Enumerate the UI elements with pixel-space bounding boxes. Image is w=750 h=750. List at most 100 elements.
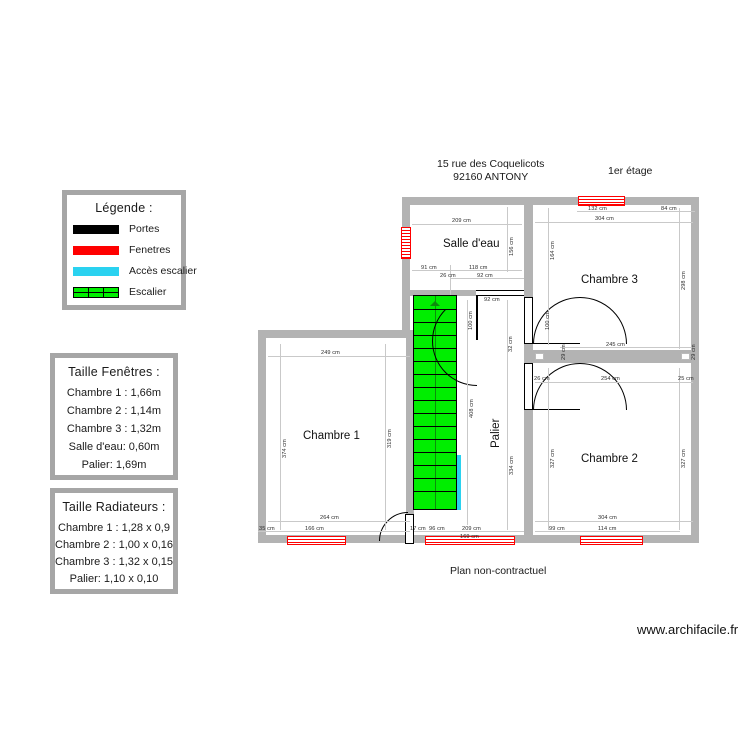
dim-ch2-right: 327 cm: [681, 449, 687, 468]
dimline: [414, 531, 524, 532]
dim-ch2-t-right: 25 cm: [678, 376, 694, 382]
dimline: [679, 208, 680, 349]
window-size-line: Salle d'eau: 0,60m: [68, 441, 160, 453]
dim-palier-door-top: 92 cm: [484, 297, 500, 303]
dimline: [535, 222, 693, 223]
dim-ch1-b-window: 166 cm: [305, 526, 324, 532]
wall-nib-left: [535, 353, 544, 360]
dim-palier-b-209: 209 cm: [462, 526, 481, 532]
dim-ch1-b-left: 35 cm: [259, 526, 275, 532]
legend-item-fenetres: Fenetres: [67, 240, 181, 260]
window-size-line: Palier: 1,69m: [81, 459, 147, 471]
radiator-sizes-title: Taille Radiateurs :: [62, 500, 166, 514]
dim-palier-b-96: 96 cm: [429, 526, 445, 532]
dimline: [535, 531, 680, 532]
stair-tread: [414, 478, 456, 480]
dim-palier-door: 100 cm: [468, 311, 474, 330]
stair-swatch-icon: [73, 286, 119, 298]
dimline: [268, 356, 410, 357]
door-leaf-chambre2: [524, 363, 533, 410]
window-chambre3: [578, 196, 625, 206]
stair-tread: [414, 413, 456, 415]
dimline: [412, 224, 522, 225]
dimline: [450, 265, 451, 295]
dim-ch2-bottom: 304 cm: [598, 515, 617, 521]
dimline: [679, 368, 680, 530]
dimline: [385, 344, 386, 530]
dim-ch2-b-left: 99 cm: [549, 526, 565, 532]
legend-item-portes: Portes: [67, 219, 181, 239]
dim-palier-b-169: 169 cm: [460, 534, 479, 540]
stairaccess-swatch-icon: [73, 266, 119, 276]
dim-sdb-b-26: 26 cm: [440, 273, 456, 279]
window-chambre1: [287, 536, 346, 545]
dimline: [577, 211, 695, 212]
dim-ch3-b-right: 29 cm: [691, 344, 697, 360]
wall-left-chambre1: [258, 330, 266, 543]
stair-tread: [414, 387, 456, 389]
dim-sdb-right: 156 cm: [509, 237, 515, 256]
legend-label-fenetres: Fenetres: [129, 244, 171, 256]
dim-ch3-bottom: 245 cm: [606, 342, 625, 348]
dim-ch1-top: 249 cm: [321, 350, 340, 356]
dim-ch1-left: 374 cm: [282, 439, 288, 458]
window-size-line: Chambre 3 : 1,32m: [66, 423, 162, 435]
window-size-line: Chambre 1 : 1,66m: [66, 387, 162, 399]
dim-sdb-b-92: 92 cm: [477, 273, 493, 279]
dimline: [268, 521, 410, 522]
dim-palier-408: 408 cm: [469, 399, 475, 418]
window-size-line: Chambre 2 : 1,14m: [66, 405, 162, 417]
disclaimer-text: Plan non-contractuel: [450, 565, 547, 577]
wall-left-upper: [402, 197, 410, 338]
wall-top-left: [402, 197, 524, 205]
dim-ch1-b-17: 17 cm: [410, 526, 426, 532]
legend-title: Légende :: [95, 201, 153, 215]
legend-item-acces-escalier: Accès escalier: [67, 261, 197, 281]
dim-ch3-window: 132 cm: [588, 206, 607, 212]
plan-address: 15 rue des Coquelicots 92160 ANTONY: [437, 158, 544, 184]
radiator-size-line: Chambre 1 : 1,28 x 0,9: [58, 522, 170, 534]
room-floor-salle-deau: [410, 205, 524, 290]
dimline: [507, 300, 508, 530]
wall-right: [691, 197, 699, 543]
dimline: [560, 347, 693, 348]
stair-tread: [414, 491, 456, 493]
radiator-size-line: Chambre 2 : 1,00 x 0,16: [55, 539, 174, 551]
dim-sdb-b-right: 118 cm: [469, 265, 488, 271]
wall-salledeau-bottom: [410, 290, 476, 296]
window-palier: [425, 536, 515, 545]
dim-sdb-top: 209 cm: [452, 218, 471, 224]
dimline: [467, 300, 468, 525]
room-label-chambre1: Chambre 1: [303, 430, 360, 442]
dimline: [412, 270, 522, 271]
dim-ch3-left: 164 cm: [550, 241, 556, 260]
stair-tread: [414, 439, 456, 441]
radiator-size-line: Chambre 3 : 1,32 x 0,15: [55, 556, 174, 568]
room-floor-chambre1: [266, 338, 414, 535]
wall-between-chambre3-chambre2: [524, 350, 699, 363]
room-label-chambre2: Chambre 2: [581, 453, 638, 465]
wall-top-chambre1: [258, 330, 410, 338]
room-label-salle-deau: Salle d'eau: [443, 238, 500, 250]
stair-spine: [435, 296, 437, 509]
window-sizes-panel: Taille Fenêtres : Chambre 1 : 1,66m Cham…: [50, 353, 178, 480]
dim-ch2-top: 254 cm: [601, 376, 620, 382]
dim-ch1-bottom: 264 cm: [320, 515, 339, 521]
legend-label-portes: Portes: [129, 223, 160, 235]
dimline: [258, 531, 410, 532]
door-swing-line-chambre3: [533, 343, 580, 345]
door-leaf-chambre3: [524, 297, 533, 344]
floor-label: 1er étage: [608, 165, 653, 177]
dim-ch2-t-left: 26 cm: [534, 376, 550, 382]
dim-ch2-b-window: 114 cm: [598, 526, 617, 532]
address-line-2: 92160 ANTONY: [453, 171, 529, 183]
stair-tread: [414, 309, 456, 311]
dim-ch3-b-left: 29 cm: [561, 344, 567, 360]
room-label-palier: Palier: [490, 418, 502, 448]
radiator-sizes-panel: Taille Radiateurs : Chambre 1 : 1,28 x 0…: [50, 488, 178, 594]
dimline: [450, 278, 524, 279]
dim-sdb-b-left: 91 cm: [421, 265, 437, 271]
dimline: [280, 344, 281, 530]
window-sizes-title: Taille Fenêtres :: [68, 365, 160, 379]
